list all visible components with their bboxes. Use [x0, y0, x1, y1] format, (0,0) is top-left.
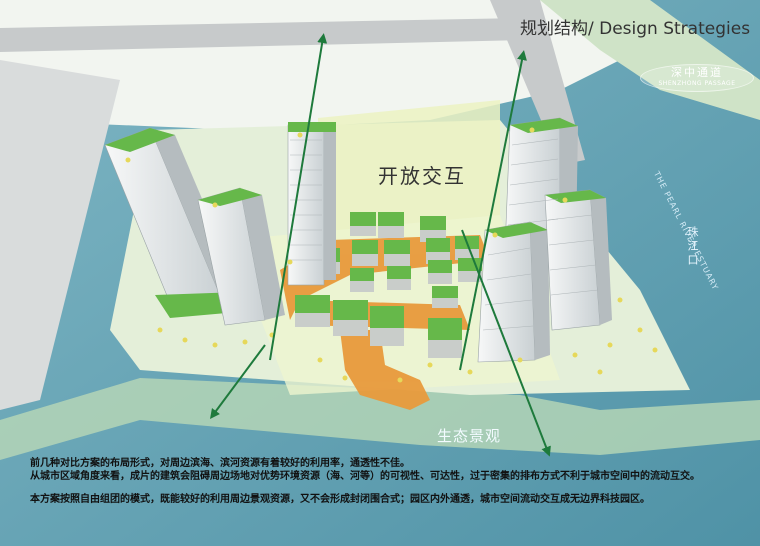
road-left-diagonal — [0, 60, 120, 410]
block — [455, 236, 479, 260]
page-title: 规划结构/ Design Strategies — [520, 19, 751, 39]
facade-lines — [290, 138, 599, 331]
block — [428, 260, 452, 284]
open-interaction-label: 开放交互 — [378, 164, 466, 188]
estuary-label-cn: 珠江口 — [686, 226, 699, 268]
block — [384, 240, 410, 266]
tower-center — [287, 122, 336, 286]
ecological-landscape-label: 生态景观 — [437, 427, 502, 445]
block — [333, 300, 368, 336]
block — [420, 216, 446, 242]
description-notes: 前几种对比方案的布局形式，对周边滨海、滨河资源有着较好的利用率，通透性不佳。 从… — [30, 457, 755, 506]
arrow-south-left — [210, 344, 266, 420]
block — [370, 306, 404, 346]
green-shore-lower — [0, 378, 760, 460]
flow-arrows — [210, 33, 551, 457]
block — [378, 212, 404, 238]
block — [387, 266, 411, 290]
block — [350, 212, 376, 236]
arrow-north-right — [459, 50, 527, 371]
badge-cn: 深中通道 — [671, 66, 723, 79]
note-line-2: 从城市区域角度来看，成片的建筑会阻碍周边场地对优势环境资源（海、河等）的可视性、… — [30, 471, 700, 482]
note-line-1: 前几种对比方案的布局形式，对周边滨海、滨河资源有着较好的利用率，通透性不佳。 — [30, 458, 410, 469]
block — [426, 238, 450, 264]
block — [295, 295, 330, 327]
note-line-3: 本方案按照自由组团的模式，既能较好的利用周边景观资源，又不会形成封闭围合式；园区… — [30, 494, 650, 505]
road-top-diagonal — [0, 18, 528, 52]
block — [350, 268, 374, 292]
shenzhong-passage-badge: 深中通道 SHENZHONG PASSAGE — [640, 64, 754, 92]
block — [432, 286, 458, 308]
badge-en: SHENZHONG PASSAGE — [658, 80, 736, 87]
arrow-south-right — [461, 229, 551, 457]
block — [428, 318, 462, 358]
open-plaza-volume — [318, 100, 500, 248]
trees — [125, 127, 658, 383]
tower-right-front — [477, 221, 550, 363]
tower-left-mid — [197, 187, 285, 326]
arrow-north-left — [269, 33, 328, 361]
tower-far-right — [544, 189, 612, 331]
block — [352, 240, 378, 266]
